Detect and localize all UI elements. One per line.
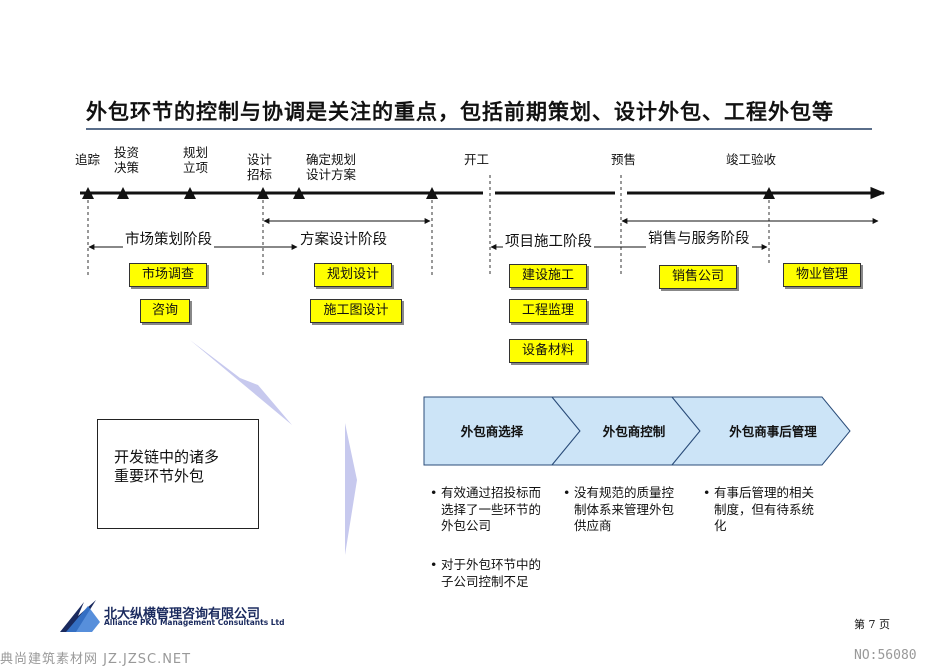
- activity-box: 规划设计: [314, 263, 392, 287]
- process-chevron-3: [670, 396, 851, 466]
- timeline-gap: [483, 188, 495, 198]
- milestone-marker: [117, 187, 129, 199]
- phase-label: 销售与服务阶段: [646, 227, 752, 248]
- milestone-marker: [82, 187, 94, 199]
- milestone-label: 开工: [464, 152, 490, 167]
- step-note: 对于外包环节中的子公司控制不足: [430, 557, 541, 590]
- activity-box: 物业管理: [783, 263, 861, 287]
- process-step-1-label: 外包商选择: [460, 424, 524, 439]
- step-note: 有事后管理的相关制度，但有待系统化: [703, 485, 819, 535]
- milestone-label: 追踪: [75, 152, 101, 167]
- milestone-marker: [426, 187, 438, 199]
- activity-box: 施工图设计: [310, 299, 402, 323]
- process-step-3-label: 外包商事后管理: [728, 424, 817, 439]
- milestone-label: 确定规划 设计方案: [306, 152, 357, 182]
- activity-box: 市场调查: [129, 263, 207, 287]
- milestone-marker: [184, 187, 196, 199]
- page-title: 外包环节的控制与协调是关注的重点，包括前期策划、设计外包、工程外包等: [86, 99, 834, 124]
- summary-box: [97, 419, 259, 529]
- step-note: 有效通过招投标而选择了一些环节的外包公司: [430, 485, 541, 535]
- activity-box: 工程监理: [509, 299, 587, 323]
- activity-box: 设备材料: [509, 339, 587, 363]
- milestone-label: 预售: [611, 152, 637, 167]
- milestone-label: 规划 立项: [183, 145, 209, 175]
- milestone-label: 设计 招标: [247, 152, 273, 182]
- activity-box: 咨询: [140, 299, 190, 323]
- activity-box: 销售公司: [659, 265, 737, 289]
- callout-pointer: [345, 423, 357, 555]
- title-underline: [86, 128, 872, 130]
- callout-pointer: [190, 340, 292, 425]
- phase-label: 市场策划阶段: [123, 228, 214, 249]
- summary-text: 开发链中的诸多 重要环节外包: [114, 448, 220, 485]
- watermark-id: NO:56080: [854, 648, 917, 663]
- company-name-en: Alliance PKU Management Consultants Ltd: [104, 618, 285, 627]
- company-logo-icon: [60, 600, 100, 632]
- watermark: 典尚建筑素材网 JZ.JZSC.NET: [0, 652, 192, 667]
- activity-box: 建设施工: [509, 264, 587, 288]
- milestone-label: 竣工验收: [726, 152, 777, 167]
- process-step-2-label: 外包商控制: [602, 424, 666, 439]
- milestone-label: 投资 决策: [114, 145, 140, 175]
- phase-label: 方案设计阶段: [298, 228, 389, 249]
- company-name: 北大纵横管理咨询有限公司: [104, 607, 261, 622]
- page-number: 第 7 页: [854, 618, 890, 631]
- step-note: 没有规范的质量控制体系来管理外包供应商: [563, 485, 679, 535]
- phase-label: 项目施工阶段: [503, 230, 594, 251]
- milestone-marker: [763, 187, 775, 199]
- milestone-marker: [293, 187, 305, 199]
- milestone-marker: [257, 187, 269, 199]
